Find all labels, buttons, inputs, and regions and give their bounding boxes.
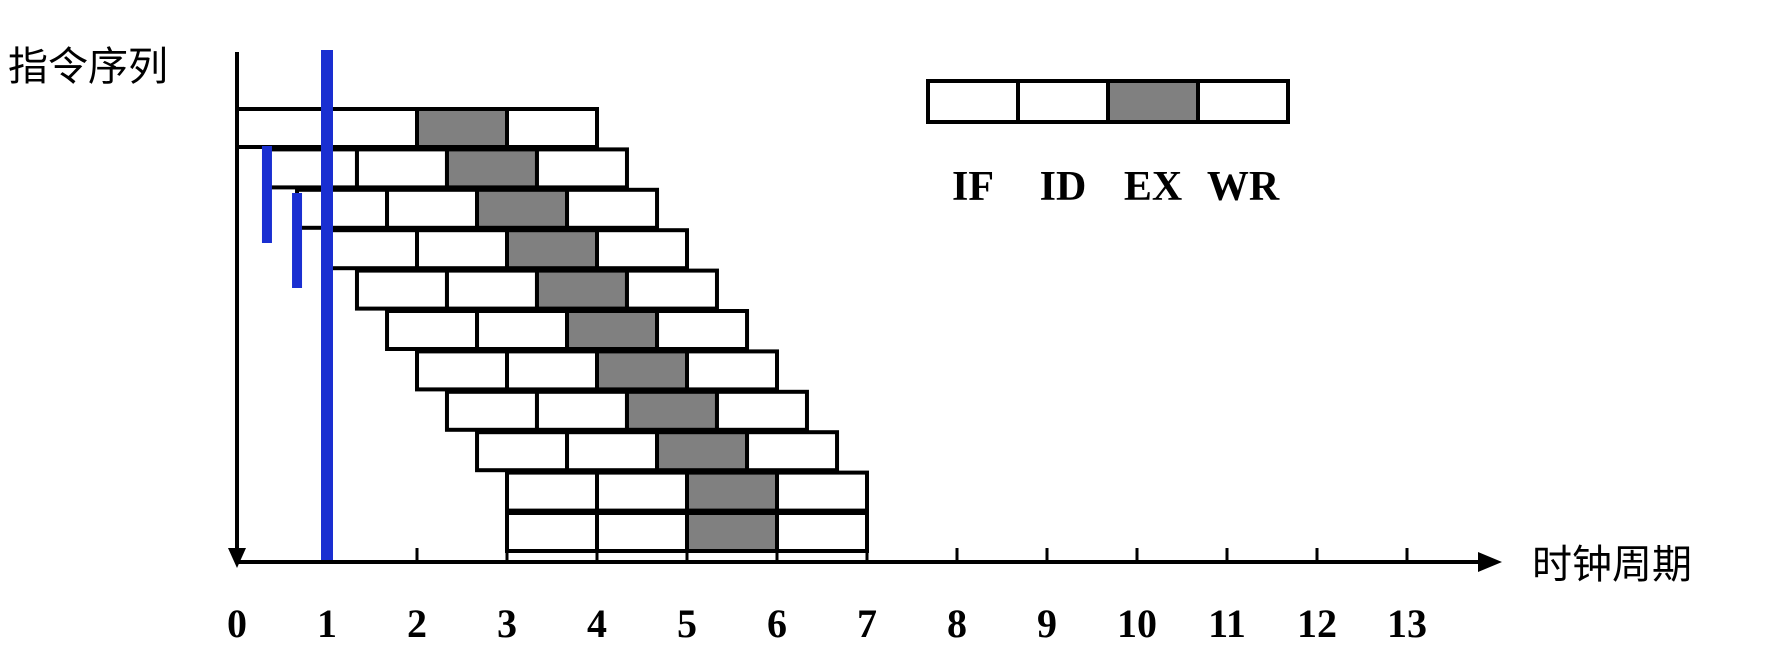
stage-box-if [325, 228, 419, 271]
legend-box-ex [1106, 79, 1200, 124]
stage-box-id [325, 107, 419, 149]
stage-box-id [534, 389, 629, 432]
issue-markers [261, 50, 333, 560]
instruction-row [235, 107, 599, 149]
stage-box-id [354, 147, 449, 190]
x-tick-label: 7 [857, 601, 877, 646]
stage-box-if [505, 470, 599, 513]
stage-box-wr [624, 268, 719, 311]
stage-box-ex [595, 349, 689, 392]
x-tick-label: 4 [587, 601, 607, 646]
stage-box-ex [534, 268, 629, 311]
instruction-row [444, 389, 809, 432]
y-axis-arrowhead [228, 548, 246, 568]
instruction-row [475, 430, 840, 473]
legend-label-wr: WR [1207, 164, 1280, 210]
stage-box-id [415, 228, 509, 271]
legend-label-ex: EX [1124, 164, 1182, 210]
stage-box-wr [565, 187, 660, 230]
stage-box-if [505, 511, 599, 553]
instruction-row [325, 228, 689, 271]
stage-box-ex [624, 389, 719, 432]
stage-box-ex [415, 107, 509, 149]
stage-box-id [595, 511, 689, 553]
stage-box-wr [775, 511, 869, 553]
stage-box-wr [595, 228, 689, 271]
x-tick-label: 8 [947, 601, 967, 646]
stage-box-id [505, 349, 599, 392]
legend-box-wr [1196, 79, 1290, 124]
x-tick-label: 10 [1117, 601, 1157, 646]
stage-box-ex [444, 147, 539, 190]
instruction-row [264, 147, 629, 190]
stage-box-ex [655, 430, 750, 473]
instruction-row [505, 470, 869, 513]
x-tick-label: 1 [317, 601, 337, 646]
x-tick-label: 6 [767, 601, 787, 646]
instruction-row [295, 187, 660, 230]
x-tick-label: 11 [1208, 601, 1246, 646]
x-tick-label: 2 [407, 601, 427, 646]
stage-box-id [595, 470, 689, 513]
stage-box-if [235, 107, 329, 149]
instruction-row [354, 268, 719, 311]
x-tick-label: 3 [497, 601, 517, 646]
stage-box-wr [534, 147, 629, 190]
stage-box-id [475, 309, 570, 351]
stage-box-wr [685, 349, 779, 392]
instruction-row [505, 511, 869, 553]
stage-box-wr [775, 470, 869, 513]
x-tick-label: 9 [1037, 601, 1057, 646]
stage-box-if [264, 147, 359, 190]
stage-box-if [475, 430, 570, 473]
stage-legend-labels: IF ID EX WR [952, 164, 1280, 210]
stage-box-ex [685, 511, 779, 553]
stage-box-id [444, 268, 539, 311]
pipeline-rows [235, 107, 869, 553]
stage-box-ex [505, 228, 599, 271]
stage-box-if [295, 187, 390, 230]
legend-box-id [1016, 79, 1110, 124]
x-axis-arrowhead [1478, 552, 1502, 572]
stage-box-wr [745, 430, 840, 473]
stage-box-wr [714, 389, 809, 432]
stage-box-if [354, 268, 449, 311]
x-tick-label: 5 [677, 601, 697, 646]
stage-box-if [444, 389, 539, 432]
x-tick-label: 12 [1297, 601, 1337, 646]
x-tick-label: 0 [227, 601, 247, 646]
stage-box-if [385, 309, 480, 351]
stage-legend [926, 79, 1290, 124]
stage-box-wr [505, 107, 599, 149]
instruction-row [385, 309, 750, 351]
stage-box-wr [655, 309, 750, 351]
stage-box-id [565, 430, 660, 473]
legend-label-id: ID [1040, 164, 1087, 210]
x-axis-label: 时钟周期 [1532, 542, 1692, 588]
legend-box-if [926, 79, 1020, 124]
stage-box-ex [685, 470, 779, 513]
y-axis-label: 指令序列 [8, 44, 168, 90]
stage-box-if [415, 349, 509, 392]
x-tick-label: 13 [1387, 601, 1427, 646]
stage-box-id [385, 187, 480, 230]
stage-box-ex [475, 187, 570, 230]
legend-label-if: IF [952, 164, 994, 210]
instruction-row [415, 349, 779, 392]
stage-box-ex [565, 309, 660, 351]
